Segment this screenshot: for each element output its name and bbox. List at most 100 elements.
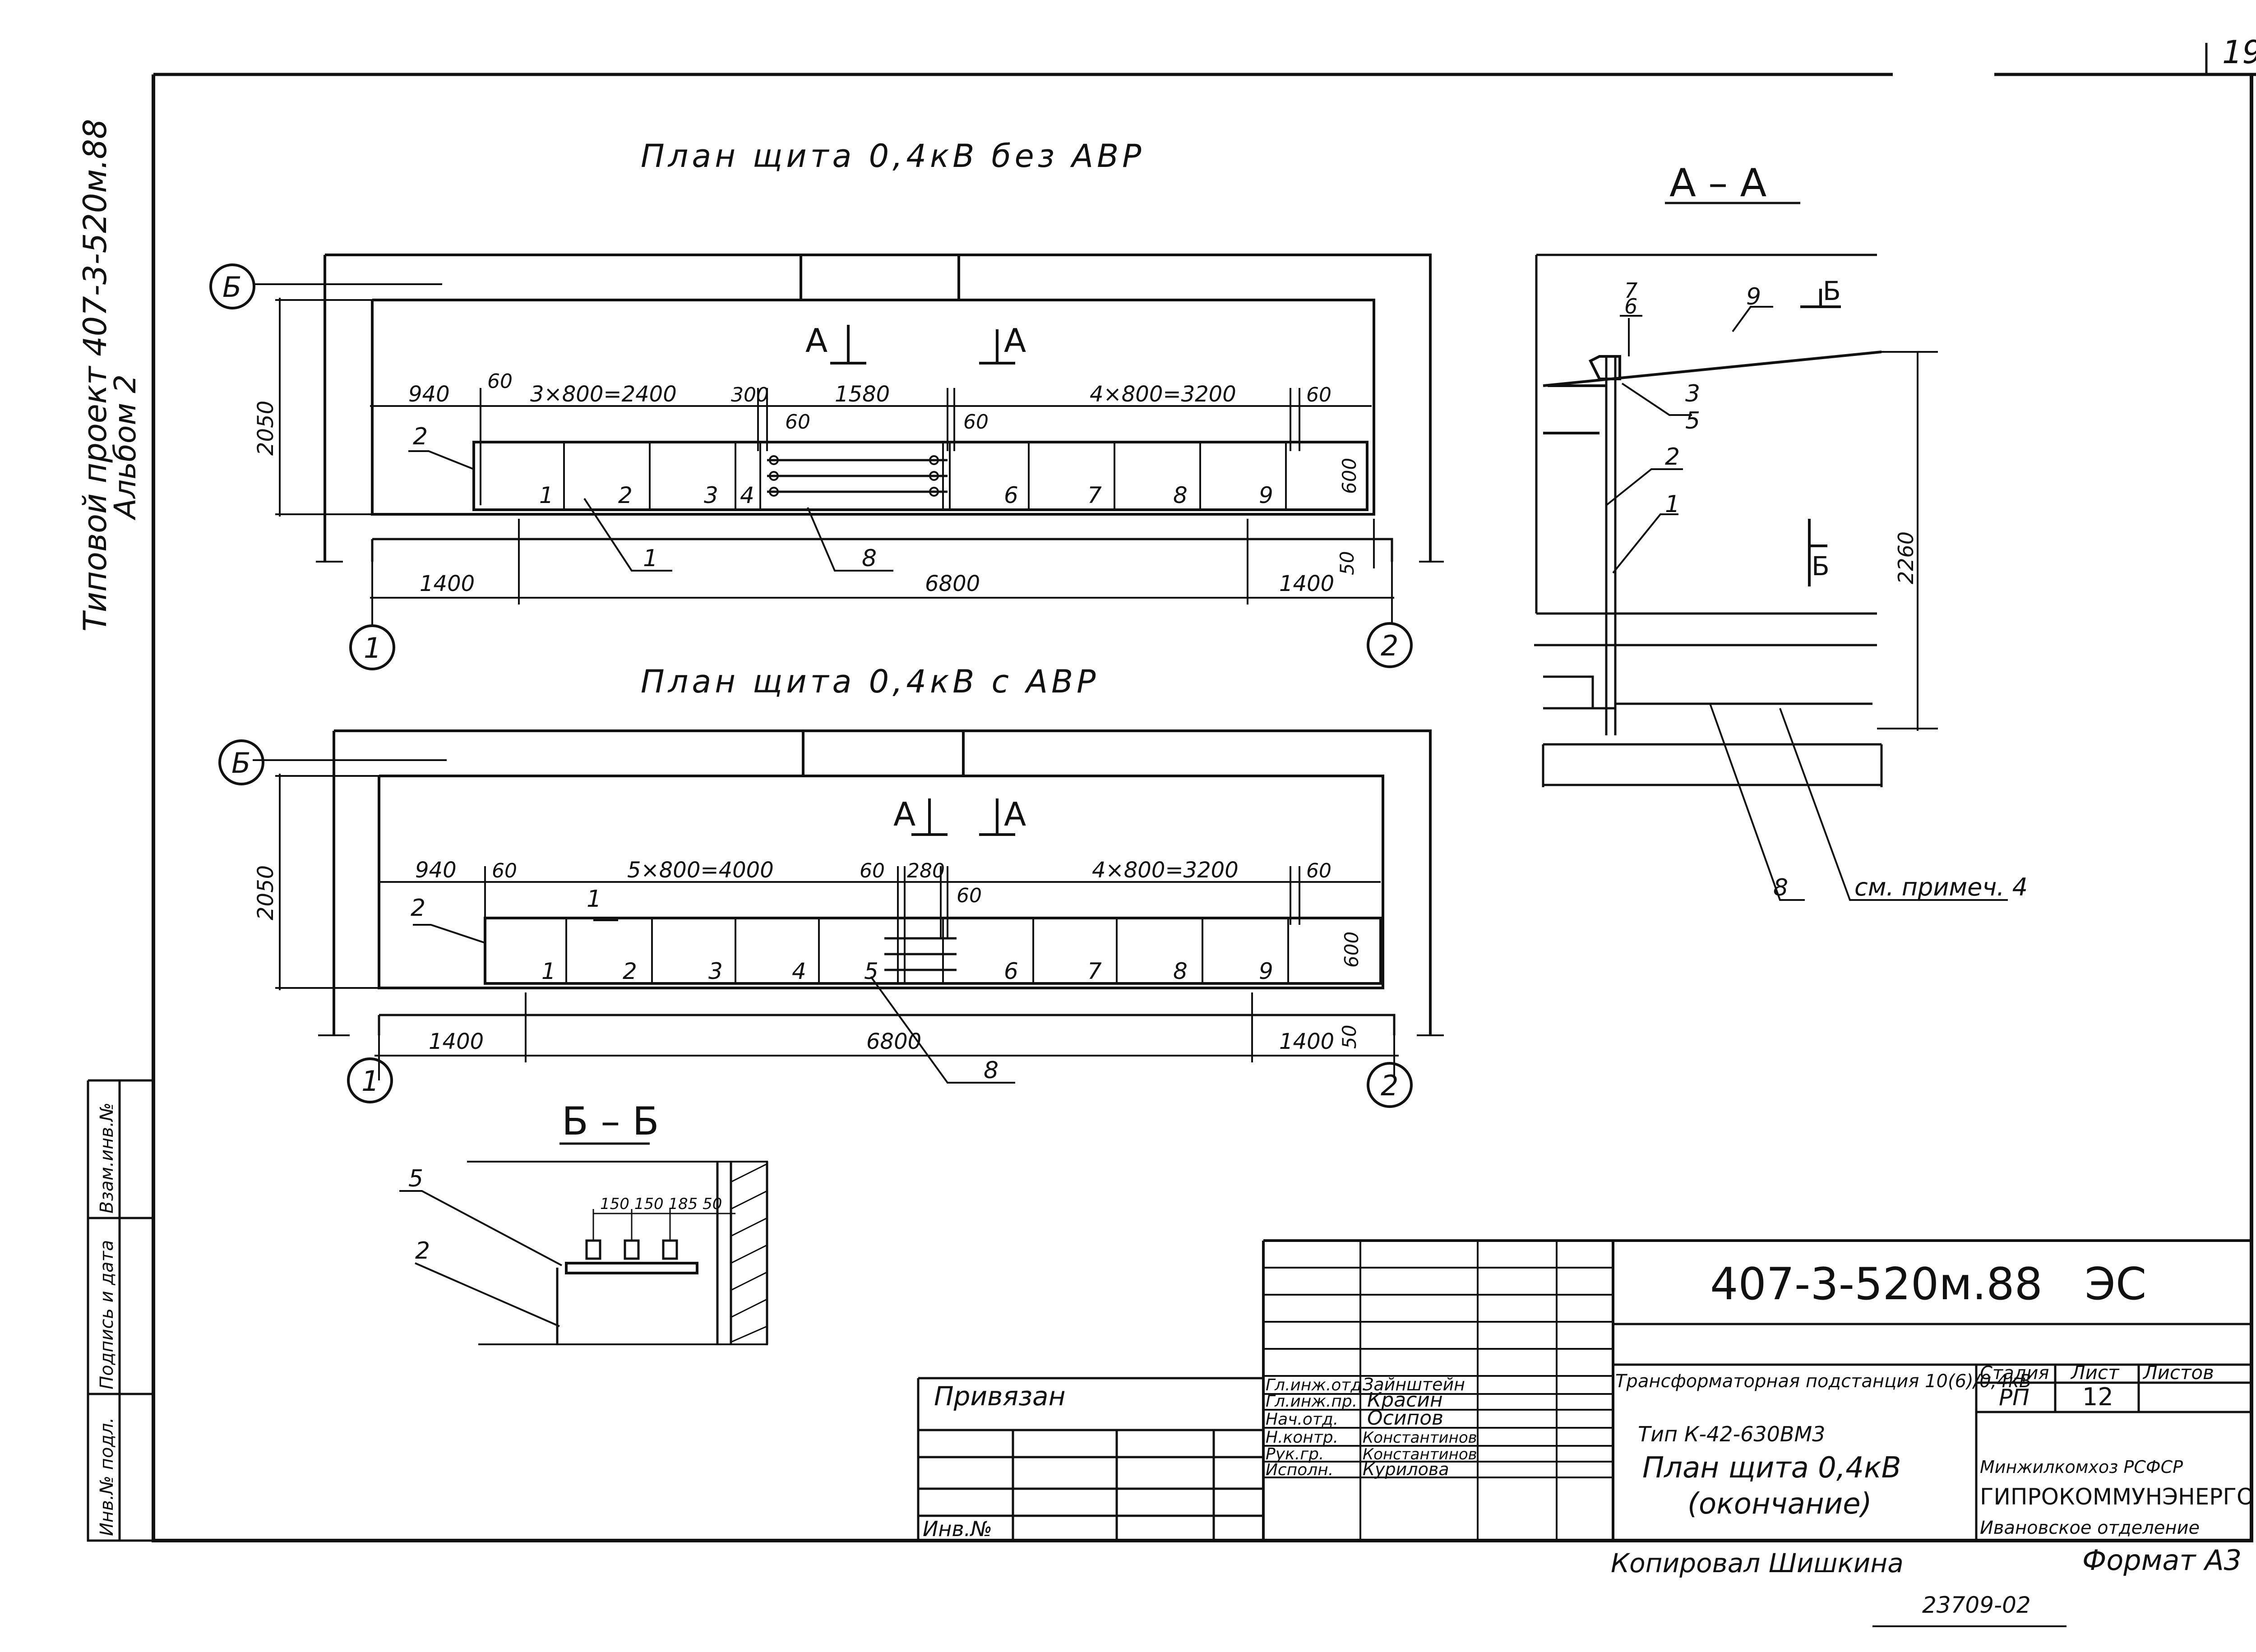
plan2-dim-60a: 60 [492,859,517,882]
plan1-dim-height: 2050 [253,401,278,456]
plan2-axis-b: Б [231,747,251,780]
title-block-inv-no: Инв.№ [923,1517,992,1541]
plan1-dim-1580: 1580 [835,382,890,407]
name-0: Зайнштейн [1363,1375,1465,1394]
sheet-title-2: (окончание) [1687,1487,1872,1521]
plan2-callout-1: 1 [587,886,601,913]
section-aa-b-bottom: Б [1812,551,1830,581]
plan2-dim-940: 940 [415,858,457,883]
plan2-dim-4x800: 4×800=3200 [1092,858,1239,883]
name-5: Курилова [1363,1459,1449,1479]
plan2-axis-2: 2 [1381,1069,1398,1102]
plan2-panel-4: 4 [792,958,806,984]
plan2-panel-2: 2 [623,958,637,984]
org-1: Минжилкомхоз РСФСР [1980,1457,2183,1477]
plan2-section-a-left: А [893,795,915,833]
plan2-panel-8: 8 [1173,958,1188,984]
plan2-section-a-right: А [1004,795,1026,833]
plan1-panel-7: 7 [1087,482,1102,508]
plan1-dim-60c: 60 [963,411,989,434]
plan1-dim-300: 300 [731,383,769,406]
plan1-axis-1: 1 [364,632,381,664]
plan2-dim-1400r: 1400 [1279,1029,1334,1054]
plan1-dim-600: 600 [1338,458,1360,494]
section-bb-title: Б – Б [562,1099,659,1144]
name-2: Осипов [1367,1407,1443,1430]
section-bb-label-2: 2 [415,1237,430,1264]
sheets-header: Листов [2142,1361,2214,1384]
plan1-dim-940: 940 [408,382,450,407]
plan1-panel-2: 2 [618,482,633,508]
plan1-panel-3: 3 [704,482,718,508]
plan2-panel-3: 3 [708,958,723,984]
stage-header: Стадия [1980,1363,2049,1384]
section-aa-label-3: 3 [1685,380,1700,407]
plan1-panel-9: 9 [1259,482,1273,508]
sheet-number: 19 [2222,34,2256,71]
section-aa-b-top: Б [1823,276,1841,306]
name-4: Константинов [1363,1445,1477,1463]
plan2-panel-5: 5 [864,958,878,984]
role-4: Рук.гр. [1266,1445,1324,1463]
sheet-frame [152,43,2256,1542]
footer-format: Формат А3 [2082,1544,2242,1577]
role-2: Нач.отд. [1266,1410,1338,1429]
plan1-dim-3x800: 3×800=2400 [530,382,677,407]
plan2-callout-8: 8 [984,1057,999,1084]
plan2-dim-6800: 6800 [866,1029,921,1054]
plan2-dim-1400l: 1400 [429,1029,484,1054]
plan1-dim-60a: 60 [487,370,513,393]
plan1-panel-numbers: 1 2 3 4 6 7 8 9 [539,482,1273,508]
plan2-dim-5x800: 5×800=4000 [627,858,774,883]
stage-value: РП [1999,1384,2029,1411]
section-bb-drawing [399,1142,768,1345]
title-block-roles: Гл.инж.отд. Зайнштейн Гл.инж.пр. Красин … [1266,1375,1477,1479]
title-block-grid [917,1239,2251,1541]
plan1-dim-1400l: 1400 [420,571,475,596]
plan1-dim-60b: 60 [785,411,810,434]
plan2-axis-1: 1 [361,1065,379,1098]
plan1-section-a-right: А [1004,322,1026,360]
plan2-drawing: План щита 0,4кВ с АВР [218,663,1444,1108]
section-aa-frac-bottom: 6 [1624,294,1637,318]
role-5: Исполн. [1266,1461,1333,1479]
strip-podpis: Подпись и дата [97,1240,117,1389]
section-bb-dims: 150 150 185 50 [600,1195,722,1213]
plan1-panel-1: 1 [539,482,554,508]
sheet-header: Лист [2070,1361,2120,1384]
plan2-dim-600: 600 [1341,932,1363,968]
left-strip: Взам.инв.№ Подпись и дата Инв.№ подл. [87,1079,153,1542]
strip-vzam: Взам.инв.№ [97,1103,117,1214]
plan1-panel-8: 8 [1173,482,1188,508]
object-type: Тип К-42-630ВМ3 [1638,1422,1825,1446]
plan1-dim-6800: 6800 [925,571,980,596]
section-aa-frac-top: 7 [1624,278,1637,303]
plan1-callout-1: 1 [643,545,658,572]
plan1-dim-60d: 60 [1306,383,1331,406]
section-aa-drawing [1534,202,2008,901]
footer-copied: Копировал Шишкина [1611,1548,1904,1578]
plan1-callout-8: 8 [862,545,877,572]
plan2-dim-60d: 60 [1306,859,1331,882]
plan2-panel-6: 6 [1004,958,1018,984]
plan1-axis-b: Б [222,271,242,304]
name-1: Красин [1367,1389,1443,1412]
sheet-value: 12 [2082,1383,2113,1411]
plan2-panel-numbers: 1 2 3 4 5 6 7 8 9 [541,958,1273,984]
plan1-panel-6: 6 [1004,482,1018,508]
plan1-panel-4: 4 [740,482,754,508]
title-block-privyazan: Привязан [934,1381,1066,1412]
title-block-code: 407-3-520м.88 ЭС [1710,1259,2146,1310]
section-aa-title: А – А [1669,161,1767,206]
object-title: Трансформаторная подстанция 10(6)/0,4кВ [1615,1371,2031,1392]
side-stamp-album: Альбом 2 [108,374,143,521]
role-1: Гл.инж.пр. [1266,1392,1357,1411]
plan2-panel-7: 7 [1087,958,1102,984]
plan1-section-a-left: А [805,322,828,360]
plan2-title: План щита 0,4кВ с АВР [641,663,1099,700]
name-3: Константинов [1363,1429,1477,1447]
role-3: Н.контр. [1266,1428,1338,1447]
section-aa-dim-height: 2260 [1894,531,1918,584]
role-0: Гл.инж.отд. [1266,1376,1367,1394]
section-aa-label-9: 9 [1746,283,1761,310]
